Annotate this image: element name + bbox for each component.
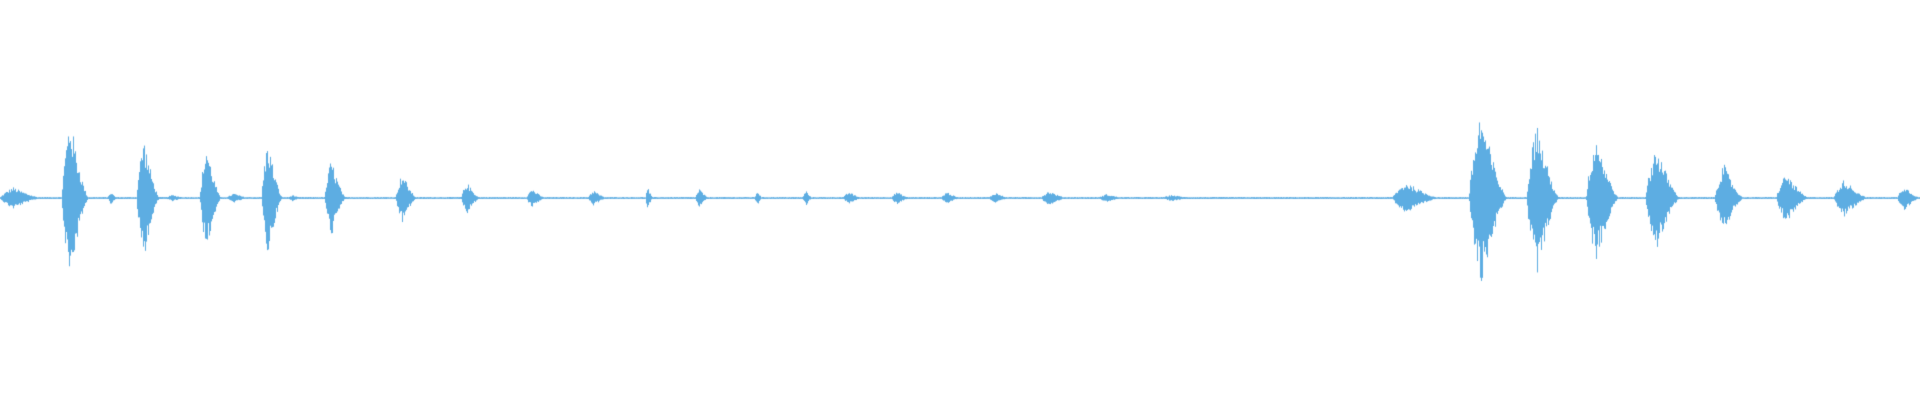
audio-waveform	[0, 0, 1920, 400]
